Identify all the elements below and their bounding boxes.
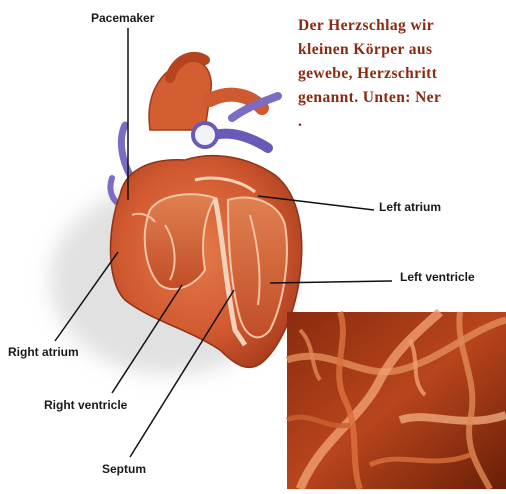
caption-text: Der Herzschlag wir kleinen Körper aus ge… [298, 14, 506, 174]
nerve-photo [287, 312, 506, 489]
left-ventricle-label: Left ventricle [400, 270, 475, 284]
septum-label: Septum [102, 462, 146, 476]
caption-line: genannt. Unten: Ner [298, 86, 506, 110]
caption-line: kleinen Körper aus [298, 38, 506, 62]
caption-line: gewebe, Herzschritt [298, 62, 506, 86]
right-ventricle-label: Right ventricle [44, 398, 127, 412]
left-atrium-label: Left atrium [379, 200, 441, 214]
caption-line: . [298, 110, 506, 134]
right-atrium-label: Right atrium [8, 345, 79, 359]
caption-line: Der Herzschlag wir [298, 14, 506, 38]
pacemaker-label: Pacemaker [91, 11, 154, 25]
